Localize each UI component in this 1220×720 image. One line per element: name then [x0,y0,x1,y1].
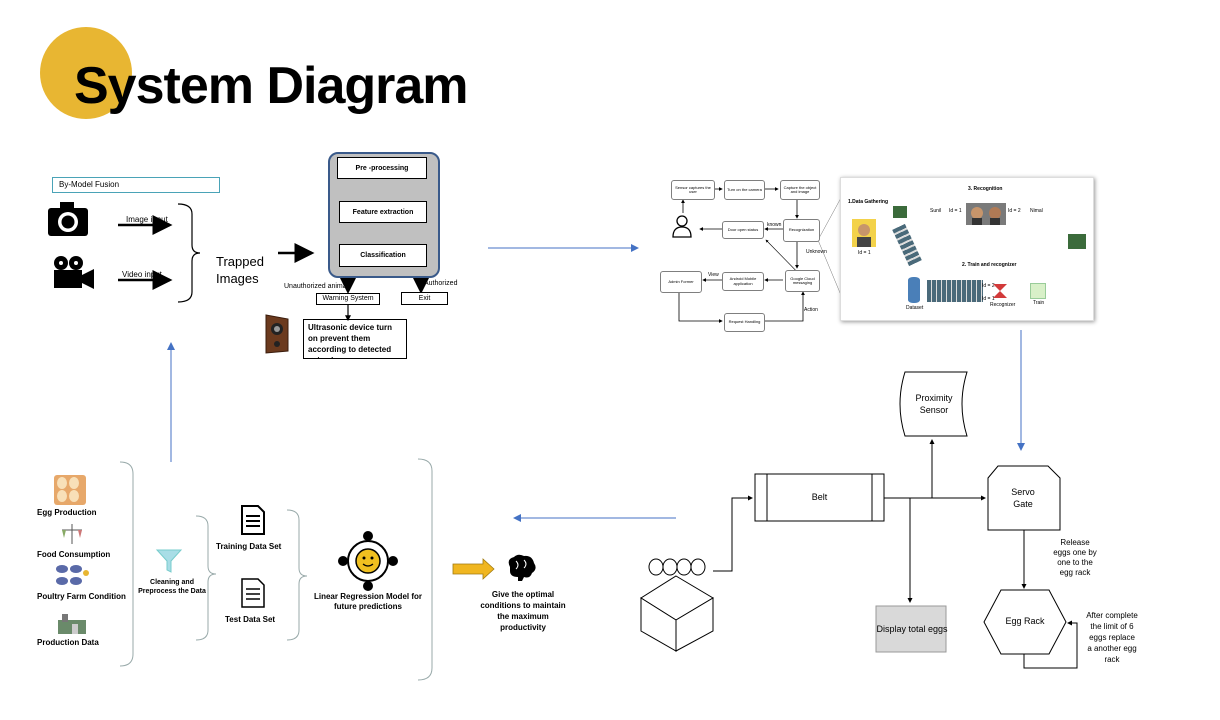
recognization-node: Recognization [783,219,820,242]
training-set-label: Training Data Set [216,542,282,551]
door-open-node: Door open status [722,221,764,239]
id1c-label: Id = 1 [982,296,995,302]
display-eggs-label: Display total eggs [876,624,948,634]
id1b-label: Id = 1 [949,208,962,214]
cleaning-label: Cleaning and Preprocess the Data [138,579,206,595]
train-label: 2. Train and recognizer [962,262,1017,268]
action-label: Action [804,307,818,313]
after-limit-label: After complete the limit of 6 eggs repla… [1086,611,1138,664]
data-gathering-label: 1.Data Gathering [848,199,889,205]
view-label: View [708,272,719,278]
id1-label: Id = 1 [858,250,871,256]
sunil-label: Sunil [930,208,942,214]
google-cloud-node: Google Cloud messaging [785,270,820,292]
trapped-images-label: Trapped Images [216,254,264,286]
input-poultry-farm: Poultry Farm Condition [37,592,126,601]
trainer-box [1030,283,1046,299]
capture-node: Capture the object and image [780,180,820,200]
speaker-icon [262,313,292,360]
recognizer-label: Recognizer [990,302,1016,308]
unknown-label: Unknown [806,249,827,255]
warning-system-label: Warning System [322,295,374,302]
android-node: Android Mobile application [722,272,764,291]
test-set-label: Test Data Set [225,615,276,624]
proximity-label: Proximity Sensor [915,393,953,415]
input-egg-production: Egg Production [37,508,97,517]
weather-icon [54,563,90,589]
video-camera-icon [52,255,96,296]
fusion-label: By-Model Fusion [52,177,220,193]
video-input-label: Video input [122,270,162,279]
ultrasonic-box: Ultrasonic device turn on prevent them a… [303,319,407,359]
dataset-images [927,280,983,302]
exit-box: Exit [401,292,448,305]
unauthorized-label: Unauthorized animal [284,283,349,290]
proximity-shape [899,371,968,437]
test-doc-icon [240,577,266,614]
eggs-to-belt [713,495,753,572]
id2b-label: Id = 2 [982,283,995,289]
brain-icon [504,553,538,588]
classification-box: Classification [339,244,427,267]
authorized-label: Authorized [424,280,458,287]
belt-label: Belt [811,492,828,502]
title-accent-circle [40,27,132,119]
warning-system-box: Warning System [316,293,380,305]
image-input-label: Image input [126,215,168,224]
admin-node: Admin Former [660,271,702,293]
factory-icon [58,612,86,634]
egg-rack-shape [983,589,1067,655]
egg-rack-label: Egg Rack [1005,616,1045,626]
nimal-label: Nimal [1030,208,1043,214]
funnel-icon [155,546,183,579]
egg-production-icon [54,475,86,505]
sensor-node: Sensor captures the user [671,180,715,200]
recognition-faces [966,203,1006,225]
input-food-consumption: Food Consumption [37,550,111,559]
input-production-data: Production Data [37,638,99,647]
user-icon [671,214,693,243]
feature-extraction-box: Feature extraction [339,201,427,223]
camera-node: Turn on the camera [724,180,765,200]
preprocessing-box: Pre -processing [337,157,427,179]
request-node: Request Handling [724,313,765,332]
known-label: known [767,222,782,228]
page-title: System Diagram [74,57,469,115]
regression-model-icon [338,530,398,597]
optimal-label: Give the optimal conditions to maintain … [480,590,566,632]
id2-label: Id = 2 [1008,208,1021,214]
input-brace [177,203,201,303]
release-label: Release eggs one by one to the egg rack [1053,538,1097,577]
dataset-label: Dataset [906,305,924,311]
recognition-label: 3. Recognition [968,186,1003,192]
food-consumption-icon [60,522,84,546]
dataset-cylinder [908,277,920,303]
recognizer-icon [993,284,1007,303]
servo-label: Servo Gate [1011,487,1035,509]
belt-shape [754,473,885,522]
yellow-arrow [452,558,495,580]
trainer-label: Train [1033,300,1045,306]
training-doc-icon [240,504,266,541]
camera-icon [46,200,90,243]
camera-module-icon [893,206,907,218]
egg-cube [640,575,714,652]
camera-module-icon-2 [1068,234,1086,249]
servo-shape [987,465,1061,531]
face-image-1 [852,219,876,247]
lr-model-label: Linear Regression Model for future predi… [313,592,423,611]
